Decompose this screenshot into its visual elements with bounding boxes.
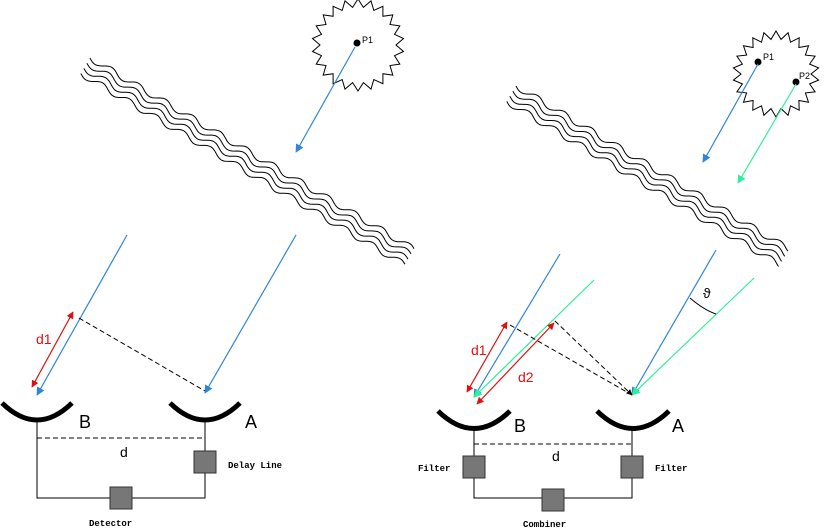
atmosphere-wave-line <box>509 96 783 262</box>
left-ray-a <box>204 234 297 394</box>
right-wavefront-green-dashed <box>554 320 633 396</box>
left-delay-line-box <box>193 450 217 474</box>
right-ray-a-blue <box>631 249 717 396</box>
left-detector-box <box>109 486 133 510</box>
right-filter-left-label: Filter <box>418 464 450 474</box>
right-d1-label: d1 <box>471 342 487 358</box>
left-mirror-b <box>0 401 74 423</box>
left-star-point-p1 <box>353 39 361 47</box>
right-mirror-a <box>595 409 671 431</box>
atmosphere-wave-line <box>515 85 789 252</box>
right-star-point-p1 <box>754 58 762 66</box>
right-d2-label: d2 <box>518 369 534 385</box>
left-mirror-a <box>168 401 242 423</box>
right-star-label-p1: P1 <box>763 52 774 62</box>
right-mirror-a-label: A <box>672 416 684 436</box>
left-d1-arrow <box>31 311 74 388</box>
right-star-ray-p2 <box>737 83 797 184</box>
left-atmosphere <box>80 57 415 265</box>
left-d1-label: d1 <box>36 331 52 347</box>
right-combiner-label: Combiner <box>523 520 566 529</box>
right-filter-left-box <box>462 455 486 479</box>
atmosphere-wave-line <box>512 90 786 257</box>
atmosphere-wave-line <box>506 101 779 267</box>
right-baseline-label: d <box>552 448 560 464</box>
right-angle-label: ϑ <box>703 285 711 301</box>
atmosphere-wave-line <box>89 57 415 249</box>
left-delay-line-label: Delay Line <box>228 461 282 471</box>
atmosphere-wave-line <box>83 68 409 260</box>
left-mirror-a-label: A <box>245 412 257 432</box>
left-mirror-b-label: B <box>79 412 91 432</box>
right-mirror-b-label: B <box>514 416 526 436</box>
right-star-ray-p1 <box>702 63 759 163</box>
right-star-point-p2 <box>792 78 800 86</box>
left-star-label-p1: P1 <box>362 35 373 45</box>
left-detector-label: Detector <box>89 519 132 529</box>
atmosphere-wave-line <box>86 62 412 255</box>
right-atmosphere <box>506 85 789 267</box>
right-panel: P1 P2 ϑ d1 d2 B A d Filter <box>418 30 820 529</box>
left-panel: P1 d1 B A d Delay Line Detector <box>0 0 415 529</box>
right-ray-a-green <box>631 277 755 396</box>
right-star-label-p2: P2 <box>799 71 810 81</box>
right-mirror-b <box>436 409 512 431</box>
right-filter-right-label: Filter <box>655 464 687 474</box>
left-star-ray <box>295 46 356 153</box>
right-filter-right-box <box>620 455 644 479</box>
right-combiner-box <box>541 488 565 512</box>
right-angle-arc <box>689 297 717 315</box>
left-wavefront-dashed <box>78 317 206 392</box>
atmosphere-wave-line <box>80 73 406 265</box>
right-d2-arrow <box>476 322 555 405</box>
left-ray-b <box>36 234 128 396</box>
left-baseline-label: d <box>120 444 128 460</box>
